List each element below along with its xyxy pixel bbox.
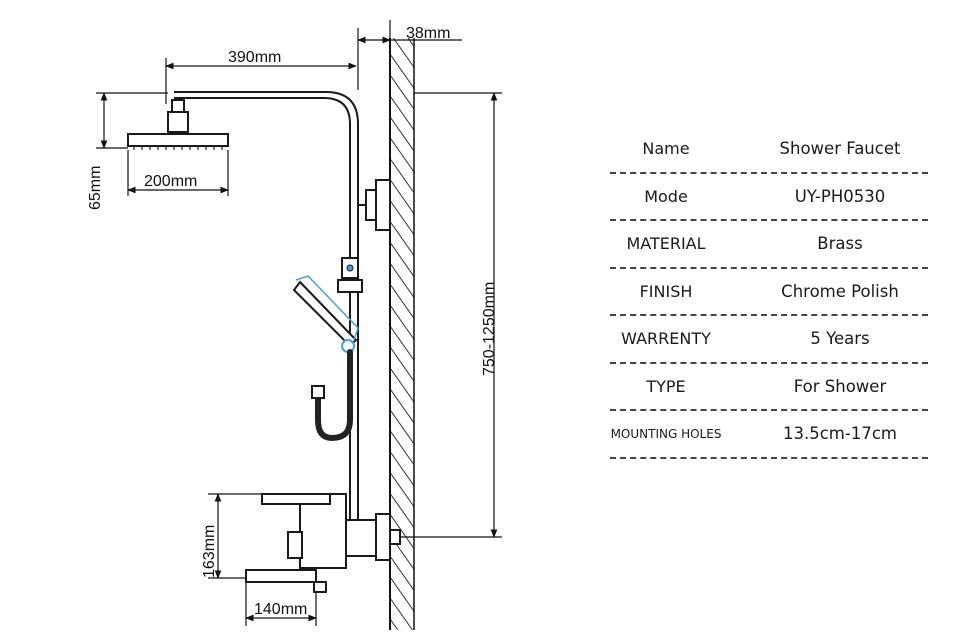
spec-row-material: MATERIAL Brass (610, 221, 928, 269)
spec-label: MATERIAL (626, 234, 706, 254)
dim-mixer-height (208, 493, 262, 579)
spec-label: Mode (644, 186, 688, 206)
spec-row-name: Name Shower Faucet (610, 126, 928, 174)
dim-label-arm-length: 390mm (228, 49, 281, 66)
dim-label-spout-length: 140mm (254, 601, 307, 618)
shower-hose (315, 349, 353, 442)
hand-shower (292, 275, 359, 353)
dim-label-head-width: 200mm (144, 173, 197, 190)
handshower-holder (337, 257, 363, 293)
spec-label: TYPE (646, 376, 686, 396)
spec-label: FINISH (639, 281, 693, 301)
hose-connector (311, 385, 325, 399)
spec-table: Name Shower Faucet Mode UY-PH0530 MATERI… (610, 126, 928, 459)
dim-label-bar-height: 750-1250mm (481, 282, 498, 376)
dim-spout-length (245, 582, 317, 626)
spec-value: 13.5cm-17cm (783, 424, 897, 444)
dim-arm-length (165, 58, 357, 104)
shower-technical-drawing: 38mm 390mm 65mm 200mm 750-1250mm 163mm 1… (87, 20, 502, 630)
spec-label: Name (642, 139, 690, 159)
bath-mixer (245, 493, 401, 593)
spec-label: MOUNTING HOLES (610, 426, 722, 441)
spec-value: 5 Years (810, 329, 870, 349)
dim-label-mixer-height: 163mm (201, 525, 218, 578)
spec-value: Chrome Polish (781, 281, 899, 301)
spec-row-mode: Mode UY-PH0530 (610, 174, 928, 221)
wall-bracket-top (358, 179, 391, 231)
spec-label: WARRENTY (621, 329, 711, 349)
rain-shower-nozzles (133, 146, 223, 150)
dim-bar-height (400, 92, 502, 538)
spec-value: For Shower (793, 376, 887, 396)
rain-shower-head (127, 99, 229, 147)
spec-row-finish: FINISH Chrome Polish (610, 269, 928, 316)
dim-label-wall-offset: 38mm (406, 25, 450, 42)
spec-row-warranty: WARRENTY 5 Years (610, 316, 928, 364)
dim-label-head-height: 65mm (87, 166, 104, 210)
dim-head-width (127, 150, 229, 196)
shower-riser (174, 91, 359, 538)
spec-value: UY-PH0530 (794, 186, 886, 206)
spec-row-mounting-holes: MOUNTING HOLES 13.5cm-17cm (610, 411, 928, 459)
spec-value: Shower Faucet (779, 139, 901, 159)
spec-value: Brass (817, 234, 863, 254)
dim-head-height (96, 92, 168, 149)
dim-wall-offset (357, 20, 462, 90)
spec-row-type: TYPE For Shower (610, 364, 928, 411)
